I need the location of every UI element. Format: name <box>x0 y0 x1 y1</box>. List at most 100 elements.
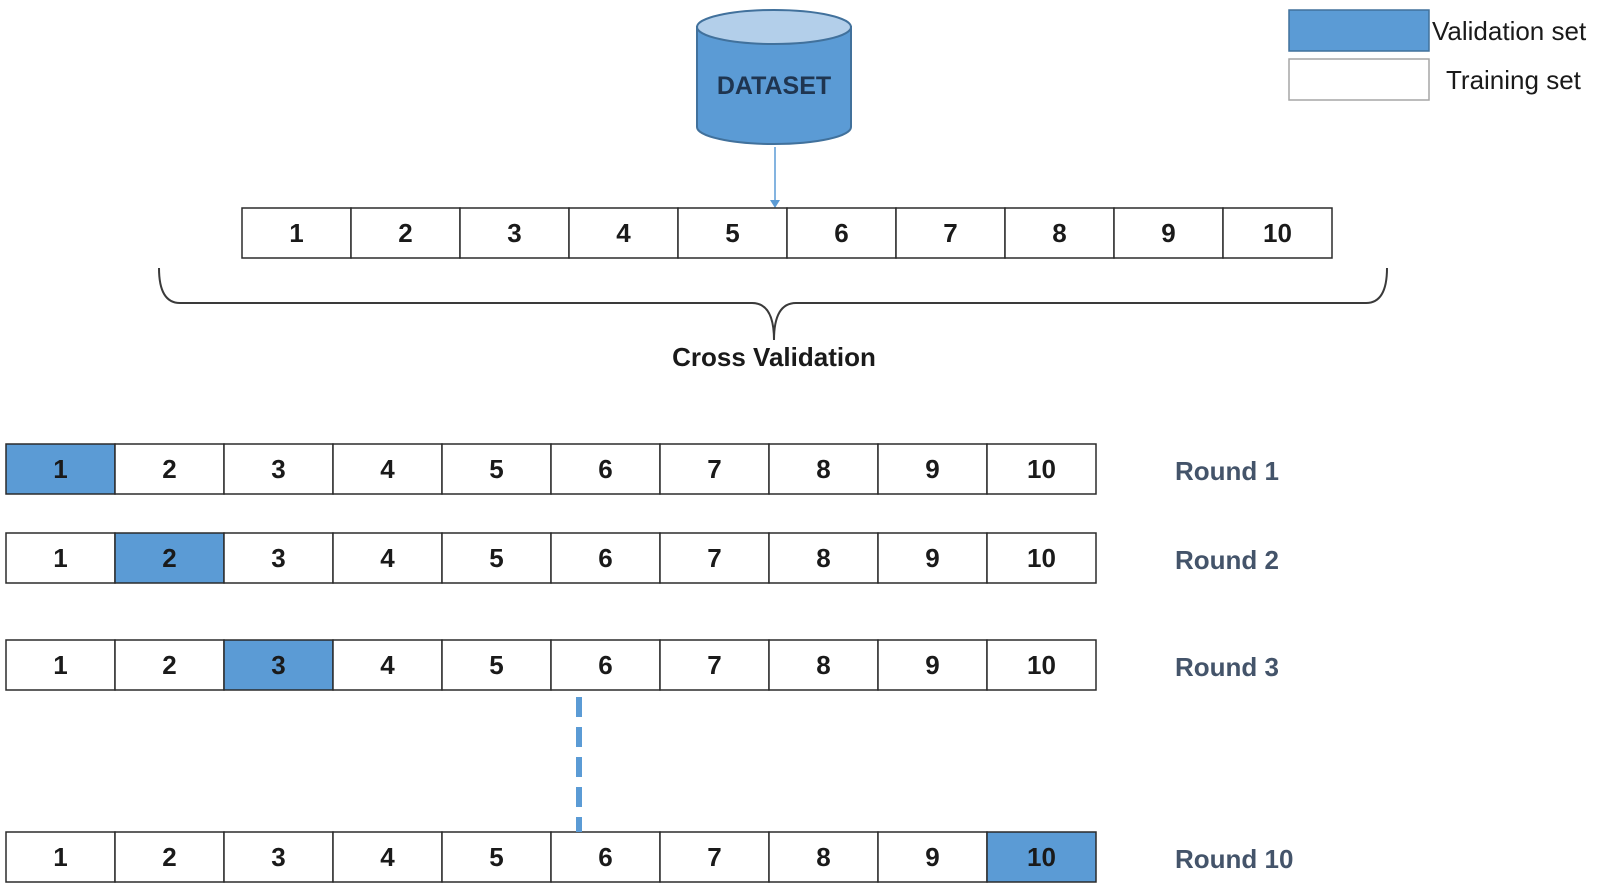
fold-number: 2 <box>162 543 176 573</box>
round-2-fold-6: 6 <box>550 532 661 584</box>
fold-number: 9 <box>925 543 939 573</box>
fold-number: 9 <box>925 650 939 680</box>
training-cell <box>332 443 443 495</box>
round-2-fold-3: 3 <box>223 532 334 584</box>
dataset-fold-1: 1 <box>241 207 352 259</box>
round-1-fold-8: 8 <box>768 443 879 495</box>
validation-cell <box>986 831 1097 883</box>
dataset-cylinder-body <box>696 26 852 145</box>
fold-number: 8 <box>1052 218 1066 248</box>
round-3-fold-8: 8 <box>768 639 879 691</box>
fold-number: 4 <box>616 218 631 248</box>
fold-number: 8 <box>816 650 830 680</box>
round-4-fold-3: 3 <box>223 831 334 883</box>
fold-number: 4 <box>380 454 395 484</box>
round-4-fold-1: 1 <box>5 831 116 883</box>
training-cell <box>986 443 1097 495</box>
training-cell <box>441 532 552 584</box>
legend-validation-label: Validation set <box>1432 16 1587 46</box>
fold-number: 8 <box>816 454 830 484</box>
round-1-fold-4: 4 <box>332 443 443 495</box>
fold-number: 9 <box>925 842 939 872</box>
training-cell <box>223 443 334 495</box>
legend-training-label: Training set <box>1446 65 1582 95</box>
fold-number: 6 <box>834 218 848 248</box>
dataset-cylinder-top <box>696 9 852 45</box>
fold-number: 2 <box>162 650 176 680</box>
round-1-fold-3: 3 <box>223 443 334 495</box>
fold-number: 9 <box>1161 218 1175 248</box>
round-4-fold-10: 10 <box>986 831 1097 883</box>
dataset-fold-7: 7 <box>895 207 1006 259</box>
training-cell <box>659 443 770 495</box>
round-3-fold-10: 10 <box>986 639 1097 691</box>
round-label: Round 2 <box>1175 545 1279 575</box>
round-2-fold-1: 1 <box>5 532 116 584</box>
round-1-fold-7: 7 <box>659 443 770 495</box>
round-3-fold-7: 7 <box>659 639 770 691</box>
training-cell <box>1222 207 1333 259</box>
round-4-fold-7: 7 <box>659 831 770 883</box>
training-cell <box>877 831 988 883</box>
round-3-fold-4: 4 <box>332 639 443 691</box>
round-4-fold-8: 8 <box>768 831 879 883</box>
dataset-fold-6: 6 <box>786 207 897 259</box>
training-cell <box>350 207 461 259</box>
training-cell <box>223 831 334 883</box>
training-cell <box>114 443 225 495</box>
round-1-fold-5: 5 <box>441 443 552 495</box>
fold-number: 9 <box>925 454 939 484</box>
fold-number: 2 <box>162 842 176 872</box>
fold-number: 5 <box>489 650 503 680</box>
training-cell <box>768 532 879 584</box>
fold-number: 3 <box>271 650 285 680</box>
training-cell <box>332 639 443 691</box>
dataset-arrow <box>770 147 780 208</box>
round-2-fold-8: 8 <box>768 532 879 584</box>
dataset-arrow-head <box>770 200 780 208</box>
fold-number: 1 <box>53 454 67 484</box>
training-cell <box>550 443 661 495</box>
training-cell <box>114 831 225 883</box>
fold-number: 6 <box>598 650 612 680</box>
fold-number: 1 <box>53 842 67 872</box>
training-cell <box>241 207 352 259</box>
round-4-fold-4: 4 <box>332 831 443 883</box>
round-3-fold-3: 3 <box>223 639 334 691</box>
training-cell <box>877 532 988 584</box>
fold-number: 1 <box>289 218 303 248</box>
dataset-fold-10: 10 <box>1222 207 1333 259</box>
training-cell <box>459 207 570 259</box>
fold-number: 7 <box>707 650 721 680</box>
cross-validation-brace <box>158 267 1388 341</box>
training-cell <box>5 639 116 691</box>
training-cell <box>768 639 879 691</box>
fold-number: 6 <box>598 842 612 872</box>
round-label: Round 3 <box>1175 652 1279 682</box>
fold-number: 1 <box>53 543 67 573</box>
round-label: Round 10 <box>1175 844 1293 874</box>
fold-number: 7 <box>707 454 721 484</box>
training-cell <box>1113 207 1224 259</box>
training-cell <box>986 639 1097 691</box>
dataset-fold-2: 2 <box>350 207 461 259</box>
training-cell <box>550 831 661 883</box>
training-cell <box>223 532 334 584</box>
legend-validation-swatch <box>1288 9 1430 52</box>
training-cell <box>550 532 661 584</box>
training-cell <box>441 831 552 883</box>
fold-number: 8 <box>816 543 830 573</box>
round-1-fold-9: 9 <box>877 443 988 495</box>
fold-number: 6 <box>598 543 612 573</box>
round-3-fold-5: 5 <box>441 639 552 691</box>
round-1-fold-6: 6 <box>550 443 661 495</box>
training-cell <box>5 532 116 584</box>
fold-number: 7 <box>707 842 721 872</box>
training-cell <box>768 831 879 883</box>
fold-number: 3 <box>507 218 521 248</box>
fold-number: 10 <box>1027 842 1056 872</box>
round-4-fold-6: 6 <box>550 831 661 883</box>
